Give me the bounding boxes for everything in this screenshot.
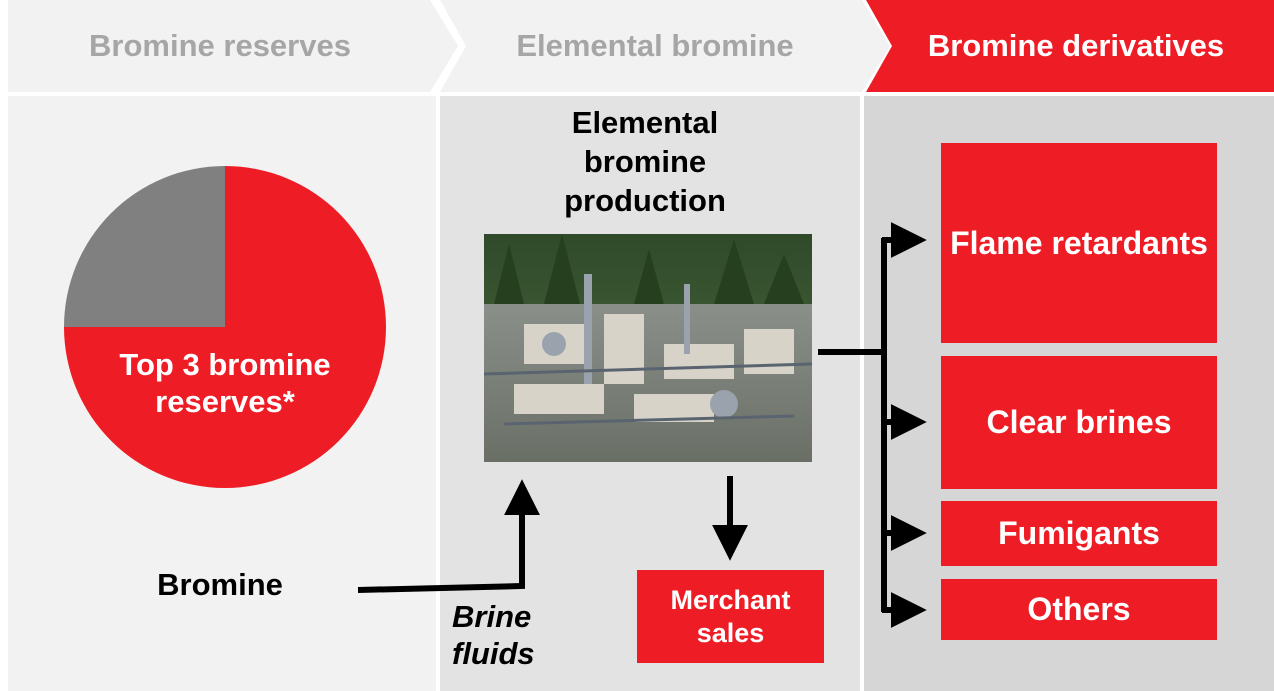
derivative-clear-brines: Clear brines (941, 356, 1217, 489)
plant-photo (484, 234, 812, 462)
pie-label: Top 3 bromine reserves* (119, 347, 331, 420)
pie-slice-other (64, 166, 225, 327)
header-step-bromine-derivatives: Bromine derivatives (927, 28, 1225, 63)
merchant-sales-box: Merchant sales (637, 570, 824, 663)
process-header (8, 0, 1274, 92)
header-step1-shape (8, 0, 458, 92)
arrow-bromine-to-production (357, 479, 540, 593)
header-step-elemental-bromine: Elemental bromine (516, 28, 794, 63)
pie-slice-top3 (64, 166, 386, 488)
header-step2-shape (440, 0, 890, 92)
production-title: Elemental bromine production (564, 105, 726, 218)
brine-fluids-label: Brine fluids (452, 599, 535, 672)
derivative-flame-retardants: Flame retardants (941, 143, 1217, 343)
reserves-pie-chart (64, 166, 386, 488)
header-step3-shape (866, 0, 1274, 92)
derivative-others: Others (941, 579, 1217, 640)
bromine-source-label: Bromine (157, 567, 283, 602)
derivative-fumigants: Fumigants (941, 501, 1217, 566)
header-step-bromine-reserves: Bromine reserves (89, 28, 351, 63)
